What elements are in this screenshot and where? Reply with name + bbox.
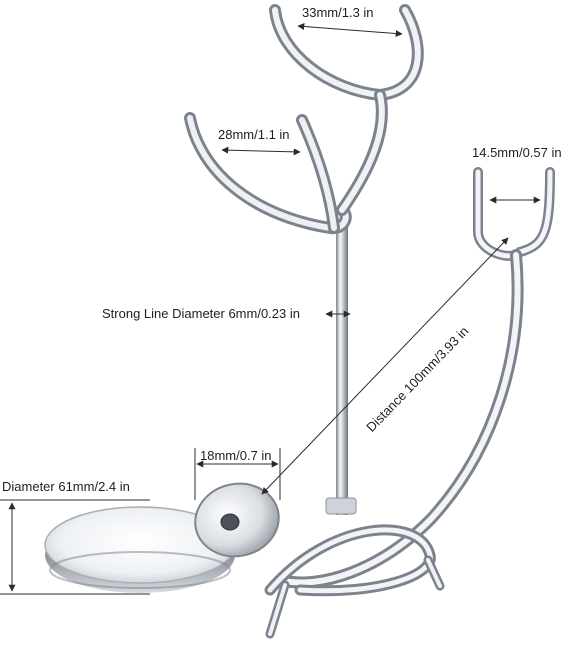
lower-fork-dimension-line xyxy=(221,146,301,156)
front-cradle xyxy=(264,524,445,639)
upper-brush-fork xyxy=(269,4,424,216)
ring-washer xyxy=(194,482,280,558)
upper-fork-dimension-line xyxy=(297,22,403,38)
razor-fork-dimension-label: 14.5mm/0.57 in xyxy=(472,145,562,160)
dimension-lines xyxy=(0,22,541,595)
ring-width-label: 18mm/0.7 in xyxy=(200,448,272,463)
lower-brush-fork xyxy=(184,112,352,235)
line-diameter-label: Strong Line Diameter 6mm/0.23 in xyxy=(102,306,300,321)
lower-fork-dimension-label: 28mm/1.1 in xyxy=(218,127,290,142)
base-diameter-label: Diameter 61mm/2.4 in xyxy=(2,479,130,494)
center-post xyxy=(325,225,357,515)
base-disc xyxy=(44,506,236,593)
distance-dimension-line xyxy=(261,237,509,495)
upper-fork-dimension-label: 33mm/1.3 in xyxy=(302,5,374,20)
